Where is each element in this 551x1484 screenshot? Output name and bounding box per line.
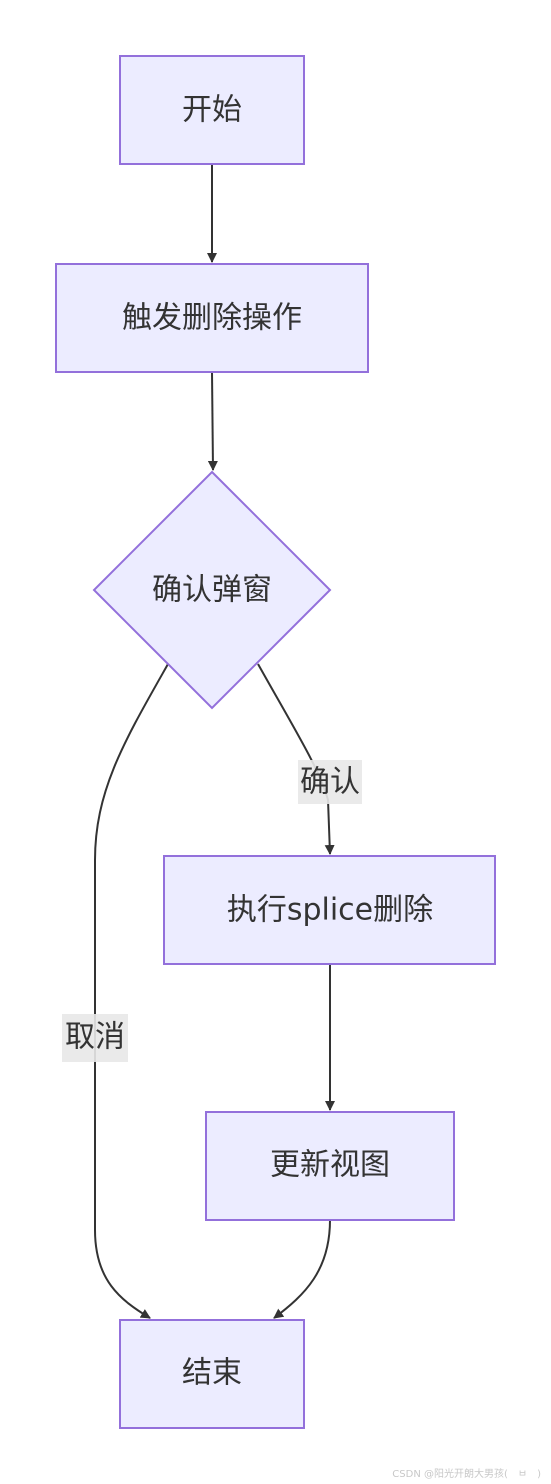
node-splice-delete: 执行splice删除 xyxy=(163,855,496,965)
edge-label-confirm-text: 确认 xyxy=(300,765,360,800)
node-update-view-label: 更新视图 xyxy=(270,1148,390,1183)
edge-label-confirm: 确认 xyxy=(298,760,362,804)
edges xyxy=(94,164,335,1319)
node-start: 开始 xyxy=(119,55,305,165)
edge-update-to-end xyxy=(273,1219,331,1319)
edge-decision-to-end xyxy=(94,663,169,1319)
node-start-label: 开始 xyxy=(182,93,242,128)
node-update-view: 更新视图 xyxy=(205,1111,455,1221)
node-end-label: 结束 xyxy=(182,1356,242,1391)
node-trigger-delete-label: 触发删除操作 xyxy=(122,301,302,336)
edge-trigger-to-decision xyxy=(207,371,218,471)
watermark-text: CSDN @阳光开朗大男孩( ㅂ ) xyxy=(392,1469,541,1480)
edge-decision-to-splice xyxy=(257,663,335,855)
edge-label-cancel-text: 取消 xyxy=(65,1020,125,1055)
node-confirm-dialog-label: 确认弹窗 xyxy=(152,573,272,608)
node-confirm-dialog: 确认弹窗 xyxy=(92,470,332,710)
node-trigger-delete: 触发删除操作 xyxy=(55,263,369,373)
edge-label-cancel: 取消 xyxy=(62,1014,128,1062)
node-end: 结束 xyxy=(119,1319,305,1429)
node-splice-delete-label: 执行splice删除 xyxy=(227,893,433,928)
